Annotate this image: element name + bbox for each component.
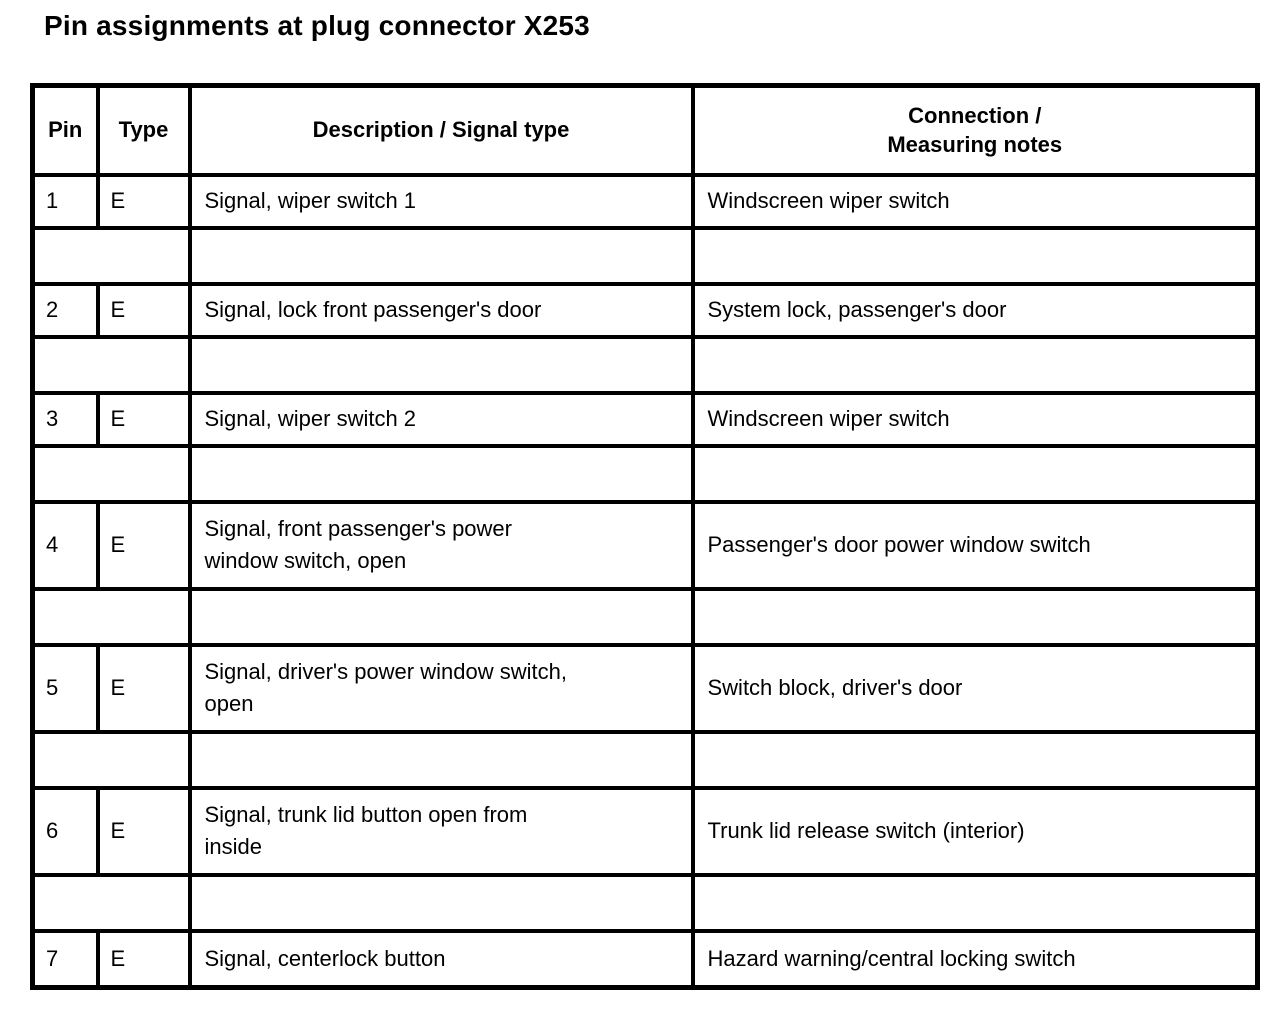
spacer-cell-connection: [690, 586, 1260, 647]
spacer-cell-connection: [690, 872, 1260, 933]
type-cell: E: [95, 928, 192, 990]
type-cell: E: [95, 785, 192, 877]
connection-cell: Switch block, driver's door: [690, 642, 1260, 734]
connection-cell: System lock, passenger's door: [690, 281, 1260, 339]
table-row-pin-1: 1 E Signal, wiper switch 1 Windscreen wi…: [30, 172, 1260, 230]
table-header-row: Pin Type Description / Signal type Conne…: [30, 83, 1260, 177]
description-cell: Signal, driver's power window switch, op…: [187, 642, 695, 734]
type-cell: E: [95, 642, 192, 734]
table-row-pin-2: 2 E Signal, lock front passenger's door …: [30, 281, 1260, 339]
pin-cell: 4: [30, 499, 100, 591]
spacer-row: [30, 586, 1260, 647]
pin-cell: 6: [30, 785, 100, 877]
page-title: Pin assignments at plug connector X253: [44, 10, 590, 41]
connection-cell: Passenger's door power window switch: [690, 499, 1260, 591]
spacer-cell-connection: [690, 443, 1260, 504]
type-cell: E: [95, 390, 192, 448]
description-cell: Signal, centerlock button: [187, 928, 695, 990]
pin-cell: 3: [30, 390, 100, 448]
spacer-cell-pin-type: [30, 334, 192, 395]
pin-cell: 1: [30, 172, 100, 230]
connection-cell: Trunk lid release switch (interior): [690, 785, 1260, 877]
type-cell: E: [95, 281, 192, 339]
spacer-row: [30, 443, 1260, 504]
spacer-cell-description: [187, 334, 695, 395]
pin-assignments-table: Pin Type Description / Signal type Conne…: [30, 83, 1260, 990]
description-cell: Signal, front passenger's power window s…: [187, 499, 695, 591]
description-cell: Signal, lock front passenger's door: [187, 281, 695, 339]
connection-cell: Windscreen wiper switch: [690, 390, 1260, 448]
column-header-connection: Connection / Measuring notes: [690, 83, 1260, 177]
column-header-pin: Pin: [30, 83, 100, 177]
spacer-cell-pin-type: [30, 872, 192, 933]
spacer-cell-description: [187, 872, 695, 933]
spacer-cell-description: [187, 586, 695, 647]
spacer-cell-description: [187, 443, 695, 504]
description-cell: Signal, trunk lid button open from insid…: [187, 785, 695, 877]
spacer-row: [30, 225, 1260, 286]
table-row-pin-3: 3 E Signal, wiper switch 2 Windscreen wi…: [30, 390, 1260, 448]
spacer-cell-pin-type: [30, 225, 192, 286]
spacer-cell-description: [187, 225, 695, 286]
spacer-row: [30, 729, 1260, 790]
spacer-row: [30, 334, 1260, 395]
connection-cell: Windscreen wiper switch: [690, 172, 1260, 230]
column-header-type: Type: [95, 83, 192, 177]
table-row-pin-7: 7 E Signal, centerlock button Hazard war…: [30, 928, 1260, 990]
type-cell: E: [95, 499, 192, 591]
table-row-pin-5: 5 E Signal, driver's power window switch…: [30, 642, 1260, 734]
spacer-cell-connection: [690, 334, 1260, 395]
column-header-description: Description / Signal type: [187, 83, 695, 177]
spacer-row: [30, 872, 1260, 933]
spacer-cell-pin-type: [30, 586, 192, 647]
table-row-pin-6: 6 E Signal, trunk lid button open from i…: [30, 785, 1260, 877]
connection-cell: Hazard warning/central locking switch: [690, 928, 1260, 990]
pin-cell: 7: [30, 928, 100, 990]
spacer-cell-connection: [690, 225, 1260, 286]
description-cell: Signal, wiper switch 1: [187, 172, 695, 230]
description-cell: Signal, wiper switch 2: [187, 390, 695, 448]
spacer-cell-pin-type: [30, 443, 192, 504]
type-cell: E: [95, 172, 192, 230]
spacer-cell-connection: [690, 729, 1260, 790]
spacer-cell-description: [187, 729, 695, 790]
spacer-cell-pin-type: [30, 729, 192, 790]
pin-cell: 2: [30, 281, 100, 339]
table-row-pin-4: 4 E Signal, front passenger's power wind…: [30, 499, 1260, 591]
pin-cell: 5: [30, 642, 100, 734]
